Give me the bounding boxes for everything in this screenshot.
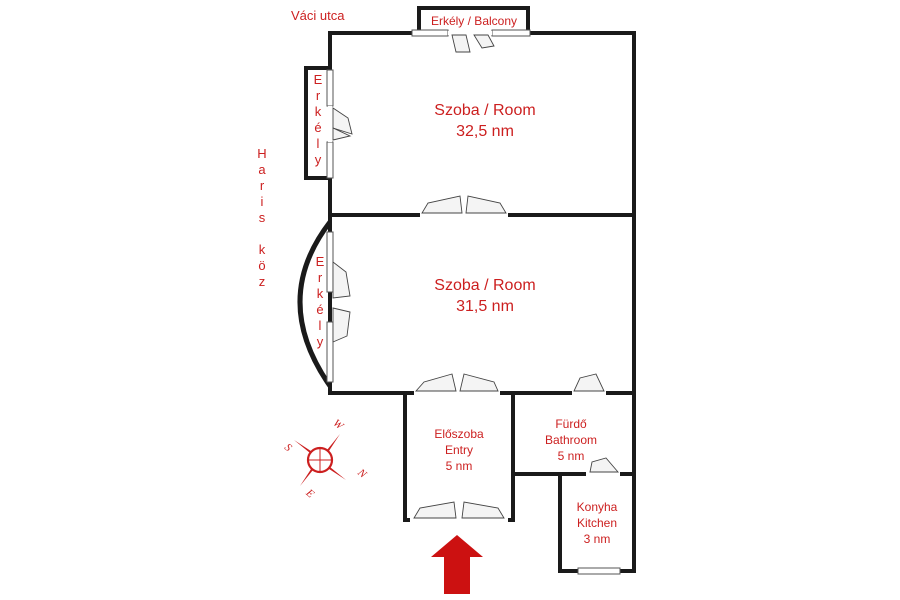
balcony-left-upper-label: Erkély: [314, 72, 323, 167]
top-balcony-walls: [417, 6, 530, 35]
compass-e: E: [303, 486, 317, 500]
door-room1-room2: [420, 195, 508, 218]
door-left-balcony-1: [328, 106, 353, 142]
kitchen-area: 3 nm: [584, 532, 611, 546]
street-haris-letter: s: [259, 210, 266, 225]
labels: Váci utca Erkély / Balcony Szoba / Room …: [291, 8, 618, 546]
street-haris-letter: H: [257, 146, 266, 161]
window-left-2: [326, 141, 334, 179]
balcony-left-upper-letter: E: [314, 72, 323, 87]
street-haris-letter: r: [260, 178, 265, 193]
doors: [328, 31, 620, 523]
balcony-left-lower-letter: r: [318, 270, 323, 285]
window-left-3: [326, 231, 334, 293]
entry-name: Előszoba: [434, 427, 484, 441]
room2-area: 31,5 nm: [456, 298, 514, 315]
door-entry: [410, 501, 508, 523]
balcony-left-upper-letter: é: [314, 120, 321, 135]
window-top-left: [411, 29, 449, 37]
door-top-balcony: [448, 31, 495, 53]
balcony-left-lower-label: Erkély: [316, 254, 325, 349]
balcony-left-lower-letter: y: [317, 334, 324, 349]
balcony-left-upper-letter: y: [315, 152, 322, 167]
entry-area: 5 nm: [446, 459, 473, 473]
compass-rose-icon: W N S E: [282, 417, 369, 500]
balcony-left-upper-letter: k: [315, 104, 322, 119]
balcony-left-lower-letter: l: [319, 318, 322, 333]
balcony-top-label: Erkély / Balcony: [431, 14, 517, 28]
street-haris-letter: a: [258, 162, 266, 177]
street-haris-letter: ö: [258, 258, 265, 273]
street-haris-letter: i: [261, 194, 264, 209]
windows: [326, 29, 621, 575]
street-vaci: Váci utca: [291, 8, 345, 23]
room1-area: 32,5 nm: [456, 123, 514, 140]
window-top-right: [491, 29, 531, 37]
room2-name: Szoba / Room: [434, 277, 535, 294]
room1-name: Szoba / Room: [434, 102, 535, 119]
compass-n: N: [354, 466, 369, 481]
entrance-arrow-icon: [431, 535, 483, 594]
door-bathroom-kitchen: [586, 457, 620, 477]
entry-name-en: Entry: [445, 443, 473, 457]
door-room2-entry: [414, 373, 500, 396]
window-left-1: [326, 69, 334, 107]
balcony-left-lower-letter: E: [316, 254, 325, 269]
balcony-left-upper-letter: r: [316, 88, 321, 103]
street-haris-letter: k: [259, 242, 266, 257]
balcony-left-lower-letter: é: [316, 302, 323, 317]
curved-balcony-wall: [297, 220, 333, 388]
kitchen-name: Konyha: [577, 500, 618, 514]
left-balcony-walls: [304, 66, 332, 180]
compass-w: W: [331, 417, 346, 433]
window-kitchen: [577, 567, 621, 575]
door-curved-balcony: [332, 261, 351, 343]
window-left-4: [326, 321, 334, 383]
balcony-left-lower-letter: k: [317, 286, 324, 301]
compass-s: S: [282, 441, 294, 454]
kitchen-name-en: Kitchen: [577, 516, 617, 530]
bathroom-name: Fürdő: [555, 417, 587, 431]
door-room2-bathroom: [572, 373, 606, 396]
balcony-left-upper-letter: l: [317, 136, 320, 151]
bathroom-name-en: Bathroom: [545, 433, 597, 447]
bathroom-area: 5 nm: [558, 449, 585, 463]
street-haris-letter: z: [259, 274, 266, 289]
